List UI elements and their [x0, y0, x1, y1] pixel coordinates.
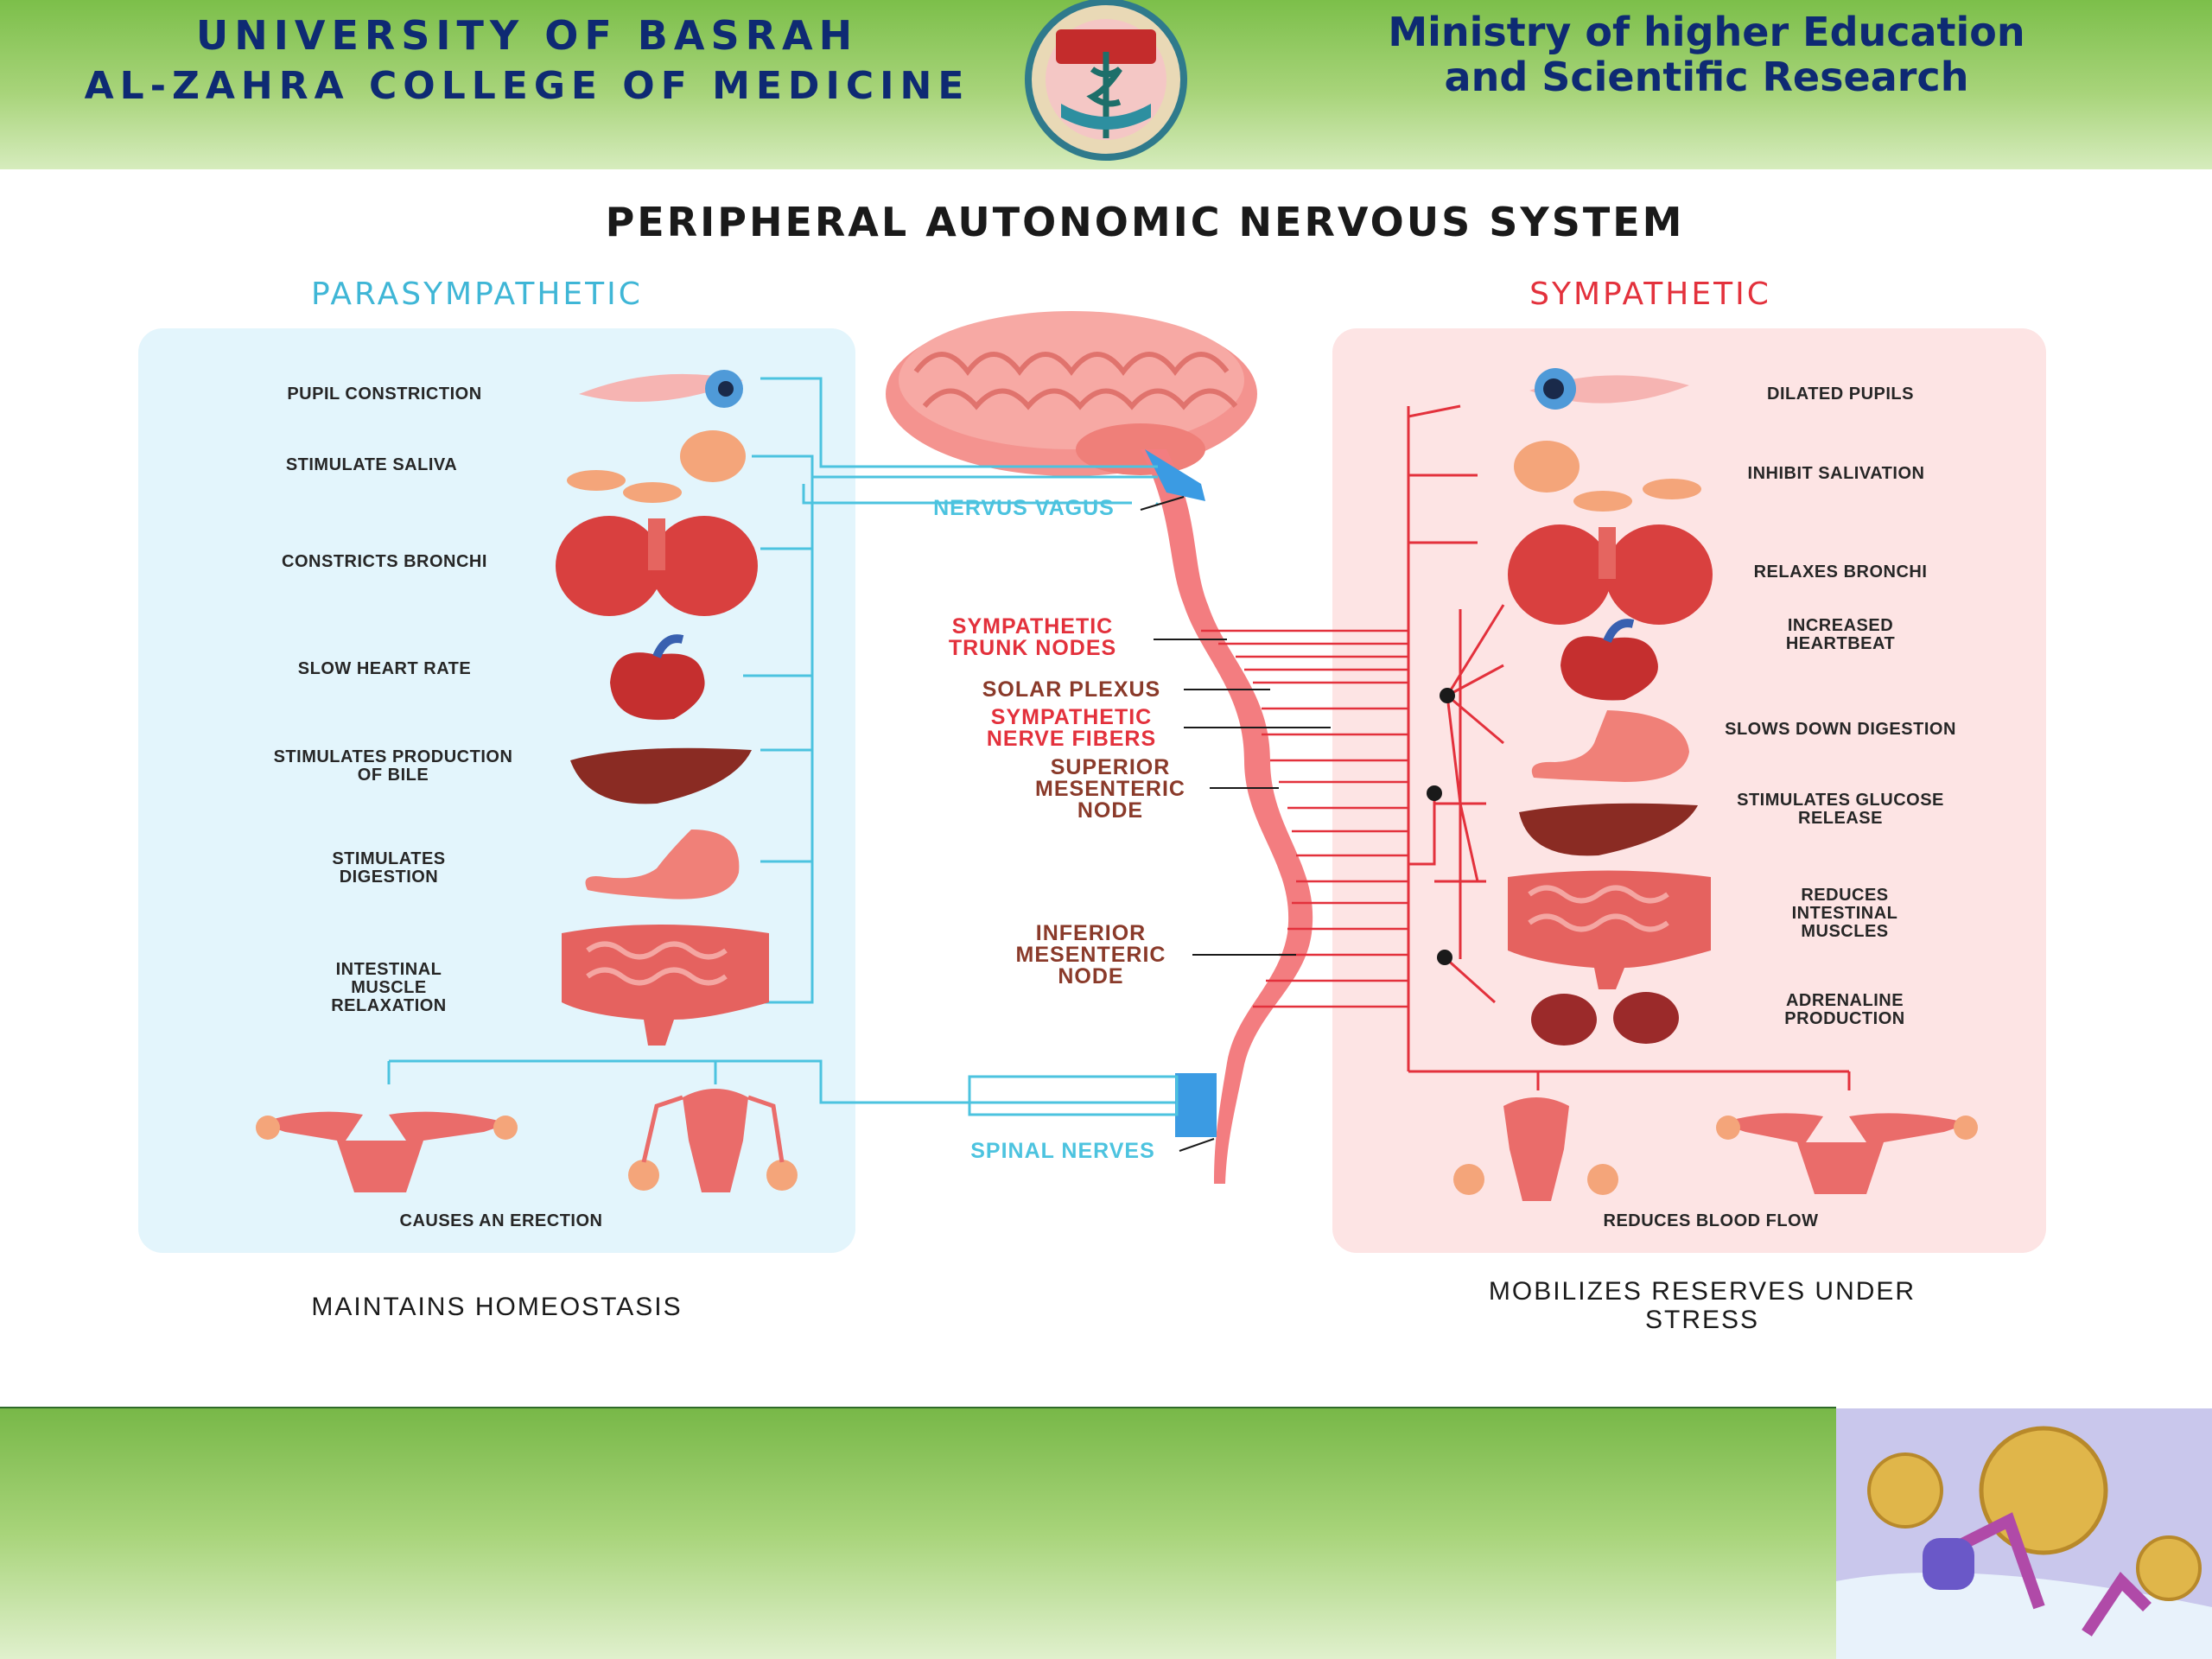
para-label-intestine: INTESTINAL MUSCLE RELAXATION: [331, 960, 447, 1015]
sym-label-pupils: DILATED PUPILS: [1767, 385, 1914, 404]
para-male-reproductive-illustration: [628, 1089, 798, 1192]
solar-plexus-label: SOLAR PLEXUS: [982, 677, 1161, 702]
spinal-nerves-label: SPINAL NERVES: [970, 1139, 1155, 1163]
sym-label-bronchi: RELAXES BRONCHI: [1753, 563, 1928, 582]
spinal-cord: [1141, 449, 1313, 1184]
sym-label-digestion: SLOWS DOWN DIGESTION: [1725, 720, 1956, 739]
sympathetic-summary: MOBILIZES RESERVES UNDER STRESS: [1488, 1277, 1916, 1334]
sym-label-glucose: STIMULATES GLUCOSE RELEASE: [1737, 791, 1944, 828]
para-label-bronchi: CONSTRICTS BRONCHI: [282, 552, 487, 571]
sym-kidneys-illustration: [1531, 992, 1679, 1046]
ministry-name-line2: and Scientific Research: [1444, 54, 1969, 100]
sym-label-intestinal: REDUCES INTESTINAL MUSCLES: [1791, 886, 1898, 941]
sym-intestine-illustration: [1508, 870, 1711, 989]
para-label-pupil: PUPIL CONSTRICTION: [287, 385, 482, 404]
sym-label-blood-flow: REDUCES BLOOD FLOW: [1603, 1211, 1819, 1230]
para-intestine-illustration: [562, 925, 769, 1046]
sym-stomach-illustration: [1531, 710, 1689, 782]
brain-illustration: [886, 311, 1257, 476]
para-eye-illustration: [579, 370, 743, 408]
sym-male-reproductive-illustration: [1453, 1097, 1618, 1201]
footer-banner: [0, 1407, 1836, 1659]
college-name: AL-ZAHRA COLLEGE OF MEDICINE: [84, 64, 970, 108]
para-salivary-glands: [567, 430, 746, 503]
college-seal-logo: [1025, 0, 1187, 161]
para-label-erection: CAUSES AN ERECTION: [399, 1211, 603, 1230]
sym-lungs-illustration: [1508, 524, 1713, 625]
trunk-nodes-label: SYMPATHETIC TRUNK NODES: [948, 614, 1117, 660]
para-label-bile: STIMULATES PRODUCTION OF BILE: [273, 747, 513, 785]
parasympathetic-title: PARASYMPATHETIC: [311, 276, 643, 312]
para-lungs-illustration: [556, 516, 758, 616]
sym-label-adrenaline: ADRENALINE PRODUCTION: [1784, 991, 1905, 1028]
para-liver-illustration: [570, 747, 752, 804]
inferior-node-label: INFERIOR MESENTERIC NODE: [1015, 921, 1166, 988]
sym-salivary-glands: [1514, 441, 1701, 512]
para-stomach-illustration: [585, 830, 740, 899]
para-label-saliva: STIMULATE SALIVA: [285, 455, 458, 474]
diagram-title: PERIPHERAL AUTONOMIC NERVOUS SYSTEM: [605, 199, 1685, 245]
nerve-fibers-label: SYMPATHETIC NERVE FIBERS: [986, 705, 1157, 751]
para-label-heart: SLOW HEART RATE: [297, 659, 472, 678]
lipid-particles-illustration: [1836, 1408, 2212, 1659]
sym-female-reproductive-illustration: [1716, 1113, 1978, 1194]
parasympathetic-summary: MAINTAINS HOMEOSTASIS: [311, 1293, 683, 1321]
sym-label-salivation: INHIBIT SALIVATION: [1747, 464, 1925, 483]
sympathetic-title: SYMPATHETIC: [1529, 276, 1771, 312]
para-heart-illustration: [610, 634, 705, 721]
sym-liver-illustration: [1519, 803, 1698, 856]
sym-heart-illustration: [1560, 619, 1658, 701]
sym-label-heartbeat: INCREASED HEARTBEAT: [1785, 616, 1896, 653]
superior-node-label: SUPERIOR MESENTERIC NODE: [1035, 755, 1185, 823]
ministry-name-line1: Ministry of higher Education: [1388, 9, 2025, 55]
para-female-reproductive-illustration: [256, 1111, 518, 1192]
nervus-vagus-label: NERVUS VAGUS: [933, 496, 1115, 520]
sym-eye-illustration: [1529, 368, 1689, 410]
university-name: UNIVERSITY OF BASRAH: [195, 12, 859, 59]
para-label-digestion: STIMULATES DIGESTION: [332, 849, 446, 887]
